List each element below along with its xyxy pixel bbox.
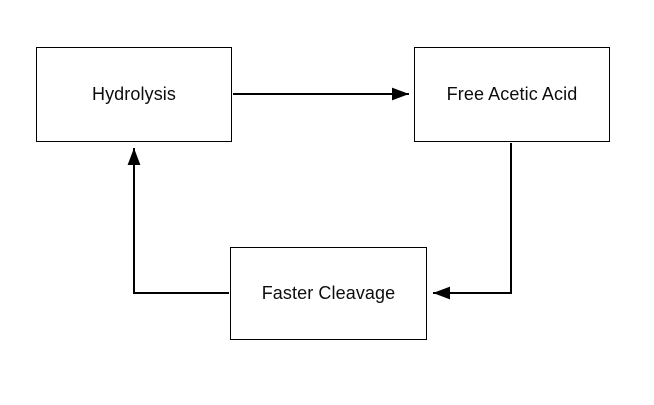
node-free-acetic-acid-label: Free Acetic Acid (446, 83, 578, 104)
node-faster-cleavage[interactable]: Faster Cleavage (230, 247, 427, 340)
node-hydrolysis[interactable]: Hydrolysis (36, 47, 232, 142)
node-faster-cleavage-label: Faster Cleavage (261, 282, 396, 303)
node-free-acetic-acid[interactable]: Free Acetic Acid (414, 47, 610, 142)
edge-free-acetic-acid-to-faster-cleavage (433, 143, 512, 300)
edge-faster-cleavage-to-hydrolysis (127, 148, 229, 294)
node-hydrolysis-label: Hydrolysis (91, 83, 176, 104)
